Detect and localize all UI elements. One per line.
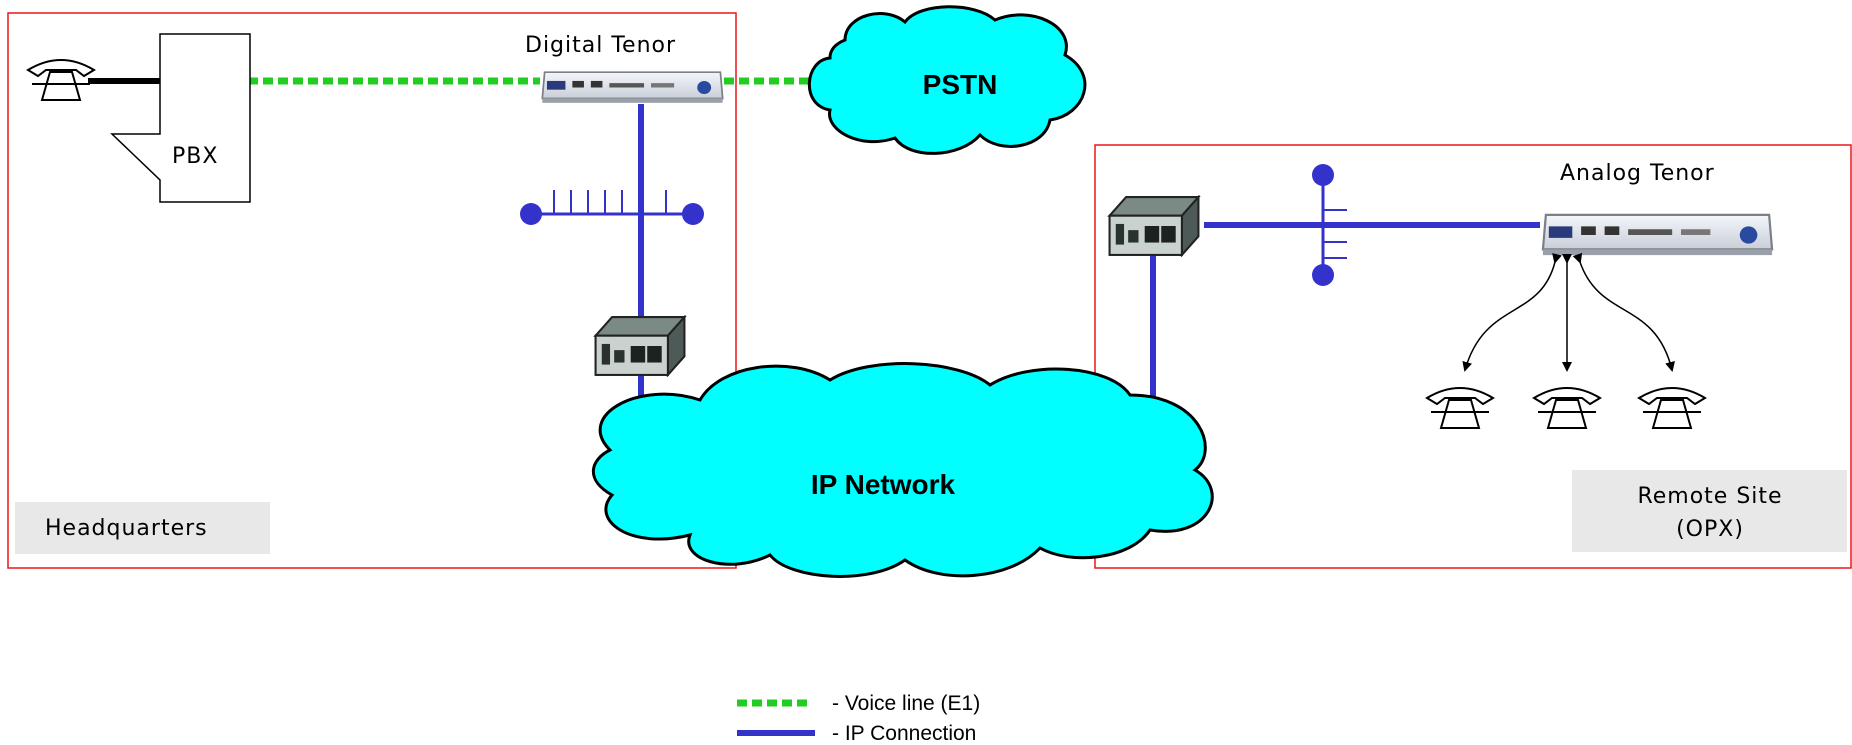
- remote-telephone-icon-3: [1639, 388, 1705, 428]
- legend-ip-label: - IP Connection: [832, 722, 976, 745]
- headquarters-label-box: [15, 502, 270, 554]
- pbx-icon: [110, 33, 251, 203]
- hq-lan-bus-icon: [520, 190, 704, 225]
- pbx-label: PBX: [172, 144, 218, 169]
- analog-tenor-label: Analog Tenor: [1560, 161, 1715, 186]
- legend-voice-label: - Voice line (E1): [832, 692, 980, 715]
- ip-network-cloud: [591, 362, 1214, 578]
- remote-router-icon: [1110, 197, 1199, 255]
- remote-site-label-line1: Remote Site: [1637, 484, 1782, 509]
- digital-tenor-label: Digital Tenor: [525, 33, 676, 58]
- remote-lan-bus-icon: [1312, 164, 1347, 286]
- digital-tenor-device: [542, 72, 722, 103]
- headquarters-box: [7, 12, 737, 569]
- headquarters-label: Headquarters: [45, 516, 208, 541]
- remote-telephone-icon-1: [1427, 388, 1493, 428]
- remote-telephone-icon-2: [1534, 388, 1600, 428]
- remote-site-label-line2: (OPX): [1676, 517, 1744, 542]
- legend: - Voice line (E1) - IP Connection: [737, 692, 980, 745]
- pstn-label: PSTN: [923, 69, 998, 100]
- analog-tenor-device: [1543, 215, 1772, 255]
- remote-site-box: [1094, 144, 1852, 569]
- hq-router-icon: [596, 317, 685, 375]
- pstn-cloud: [807, 5, 1087, 155]
- remote-site-label-box: [1572, 470, 1847, 552]
- phone-connection-arrows: [1462, 252, 1675, 372]
- ip-network-label: IP Network: [811, 469, 956, 500]
- telephone-icon: [28, 60, 94, 100]
